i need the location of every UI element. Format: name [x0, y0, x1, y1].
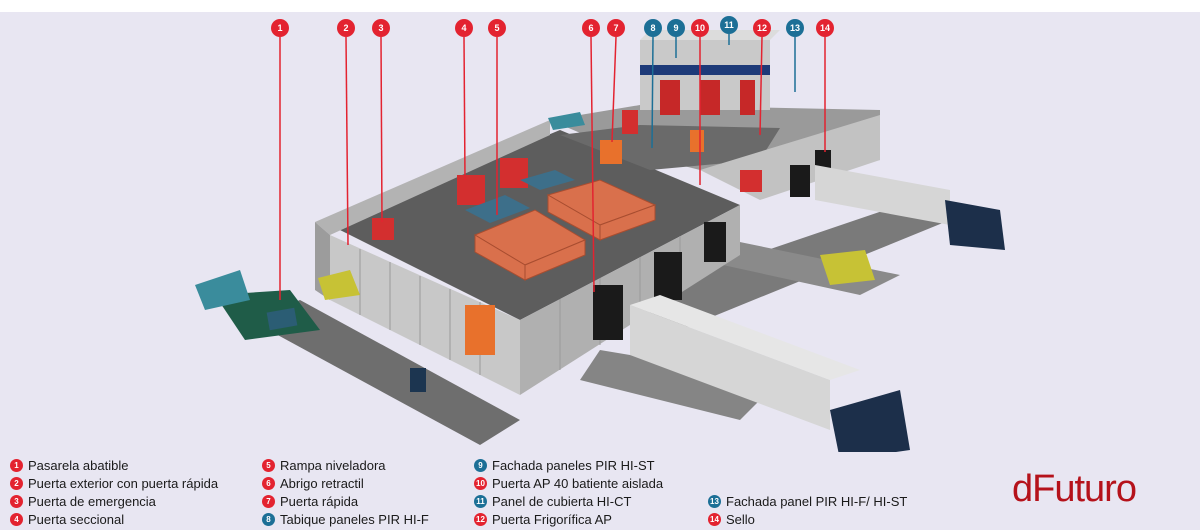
legend-badge-6: 6	[262, 476, 275, 490]
legend-label-1: Pasarela abatible	[28, 457, 129, 473]
legend-badge-14: 14	[708, 512, 721, 526]
legend-label-6: Abrigo retractil	[280, 475, 364, 491]
legend: 1 Pasarela abatible 2 Puerta exterior con p…	[0, 452, 1000, 530]
legend-badge-11: 11	[474, 494, 487, 508]
legend-label-10: Puerta AP 40 batiente aislada	[492, 475, 664, 491]
marker-1	[271, 19, 289, 37]
marker-label-5: 5	[494, 23, 499, 33]
legend-label-5: Rampa niveladora	[280, 457, 386, 473]
legend-badge-1: 1	[10, 458, 23, 472]
marker-11	[720, 16, 738, 34]
marker-label-2: 2	[343, 23, 348, 33]
legend-label-2: Puerta exterior con puerta rápida	[28, 475, 219, 491]
marker-4	[455, 19, 473, 37]
marker-label-12: 12	[757, 23, 767, 33]
legend-badge-12: 12	[474, 512, 487, 526]
legend-badge-13: 13	[708, 494, 721, 508]
marker-label-7: 7	[613, 23, 618, 33]
marker-label-4: 4	[461, 23, 466, 33]
legend-label-12: Puerta Frigorífica AP	[492, 511, 612, 527]
legend-label-9: Fachada paneles PIR HI-ST	[492, 457, 655, 473]
legend-badge-4: 4	[10, 512, 23, 526]
leader-line-2	[345, 36, 349, 246]
marker-7	[607, 19, 625, 37]
marker-label-10: 10	[695, 23, 705, 33]
legend-badge-7: 7	[262, 494, 275, 508]
legend-badge-9: 9	[474, 458, 487, 472]
legend-item-8: 8 Tabique paneles PIR HI-F	[262, 510, 429, 528]
legend-badge-8: 8	[262, 512, 275, 526]
legend-label-7: Puerta rápida	[280, 493, 359, 509]
marker-12	[753, 19, 771, 37]
legend-badge-2: 2	[10, 476, 23, 490]
legend-item-2: 2 Puerta exterior con puerta rápida	[10, 474, 218, 492]
legend-label-3: Puerta de emergencia	[28, 493, 156, 509]
leader-line-4	[463, 36, 466, 181]
leader-line-3	[380, 36, 383, 223]
legend-label-8: Tabique paneles PIR HI-F	[280, 511, 429, 527]
legend-item-7: 7 Puerta rápida	[262, 492, 358, 510]
marker-9	[667, 19, 685, 37]
marker-label-8: 8	[650, 23, 655, 33]
marker-14	[816, 19, 834, 37]
legend-item-5: 5 Rampa niveladora	[262, 456, 386, 474]
marker-8	[644, 19, 662, 37]
dfuturo-logo: dFuturo	[1012, 468, 1137, 510]
legend-label-4: Puerta seccional	[28, 511, 125, 527]
legend-item-9: 9 Fachada paneles PIR HI-ST	[474, 456, 655, 474]
marker-label-9: 9	[673, 23, 678, 33]
marker-3	[372, 19, 390, 37]
marker-label-1: 1	[277, 23, 282, 33]
marker-13	[786, 19, 804, 37]
legend-badge-10: 10	[474, 476, 487, 490]
marker-label-13: 13	[790, 23, 800, 33]
top-strip	[0, 0, 1200, 12]
legend-item-11: 11 Panel de cubierta HI-CT	[474, 492, 631, 510]
marker-label-3: 3	[378, 23, 383, 33]
legend-item-12: 12 Puerta Frigorífica AP	[474, 510, 612, 528]
leader-line-12	[759, 36, 763, 136]
leader-line-8	[651, 36, 654, 149]
leader-line-7	[611, 36, 617, 143]
marker-label-6: 6	[588, 23, 593, 33]
marker-label-14: 14	[820, 23, 830, 33]
marker-10	[691, 19, 709, 37]
legend-label-14: Sello	[726, 511, 755, 527]
marker-6	[582, 19, 600, 37]
legend-badge-3: 3	[10, 494, 23, 508]
legend-item-13: 13 Fachada panel PIR HI-F/ HI-ST	[708, 492, 907, 510]
legend-item-10: 10 Puerta AP 40 batiente aislada	[474, 474, 663, 492]
legend-label-11: Panel de cubierta HI-CT	[492, 493, 632, 509]
legend-badge-5: 5	[262, 458, 275, 472]
legend-item-14: 14 Sello	[708, 510, 755, 528]
marker-2	[337, 19, 355, 37]
legend-item-6: 6 Abrigo retractil	[262, 474, 364, 492]
marker-5	[488, 19, 506, 37]
legend-label-13: Fachada panel PIR HI-F/ HI-ST	[726, 493, 908, 509]
legend-item-3: 3 Puerta de emergencia	[10, 492, 156, 510]
legend-item-4: 4 Puerta seccional	[10, 510, 124, 528]
marker-label-11: 11	[724, 20, 734, 30]
leader-line-6	[590, 36, 595, 293]
legend-item-1: 1 Pasarela abatible	[10, 456, 128, 474]
